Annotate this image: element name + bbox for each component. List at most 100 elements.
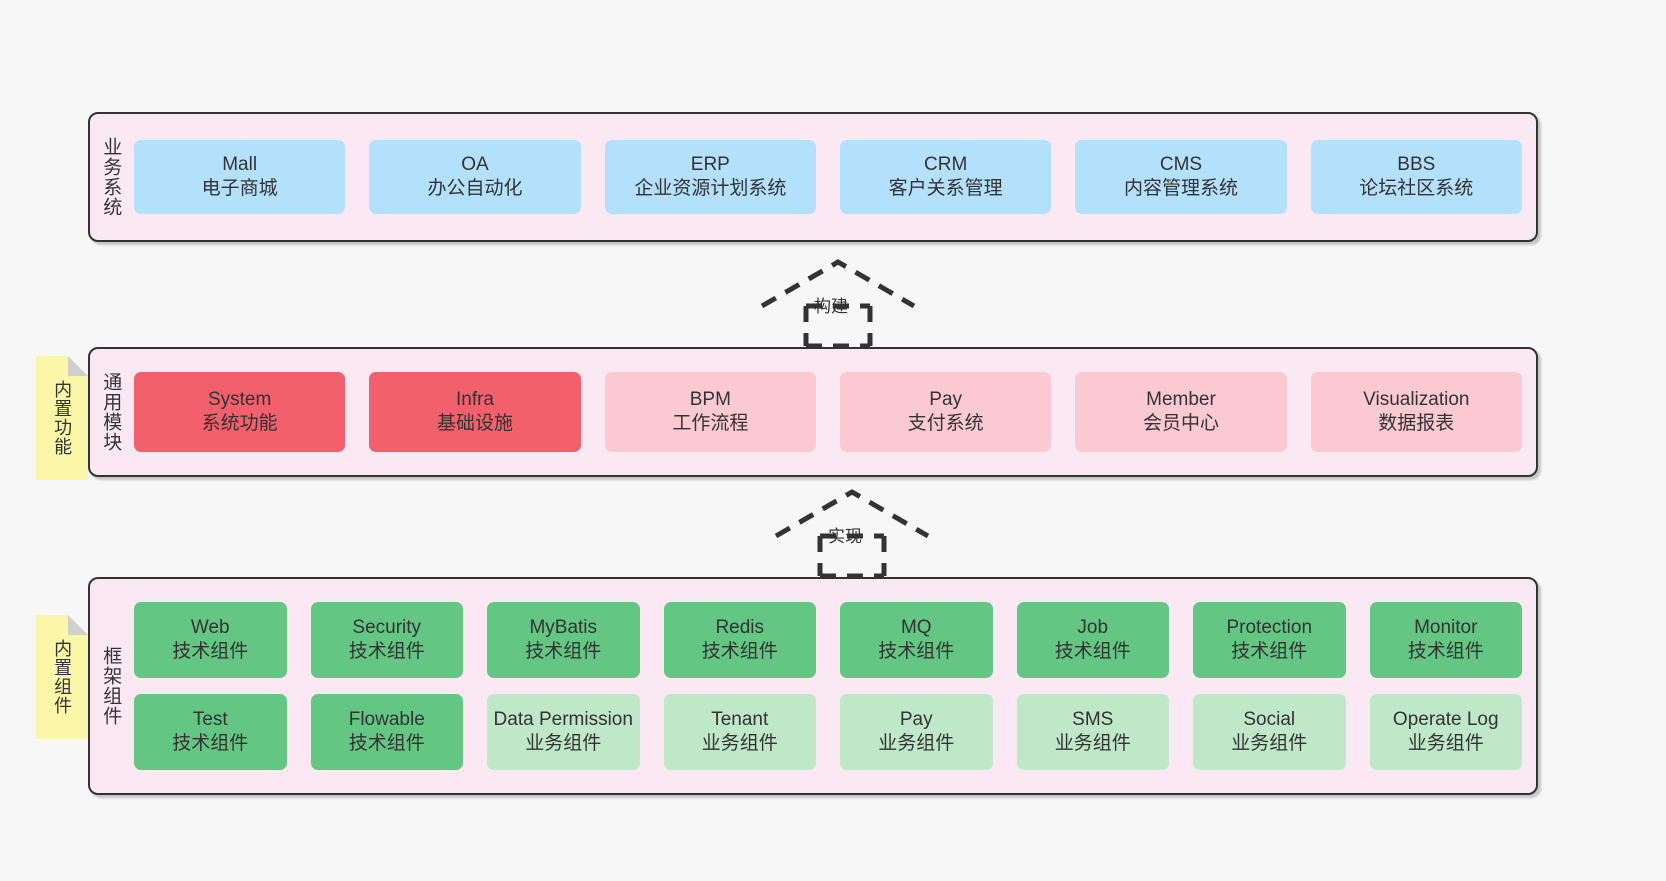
card-title-en: System [207, 388, 272, 410]
card-title-cn: 技术组件 [701, 641, 778, 662]
card-title-cn: 技术组件 [878, 641, 955, 662]
card-title-en: Web [190, 616, 230, 638]
card-title-cn: 技术组件 [172, 641, 249, 662]
connector-build: 构建 [758, 258, 918, 349]
card-title-en: Social [1243, 708, 1296, 730]
card-title-en: Monitor [1414, 616, 1478, 638]
card-flowable[interactable]: Flowable 技术组件 [310, 694, 463, 770]
card-title-en: OA [461, 153, 489, 175]
card-title-cn: 技术组件 [1054, 641, 1131, 662]
card-erp[interactable]: ERP 企业资源计划系统 [604, 140, 816, 214]
card-title-cn: 技术组件 [172, 733, 249, 754]
card-cms[interactable]: CMS 内容管理系统 [1075, 140, 1287, 214]
card-mq[interactable]: MQ 技术组件 [840, 602, 993, 678]
card-title-cn: 技术组件 [1407, 641, 1484, 662]
card-title-cn: 业务组件 [1054, 733, 1131, 754]
card-title-en: SMS [1072, 708, 1114, 730]
card-mall[interactable]: Mall 电子商城 [134, 140, 346, 214]
card-pay-module[interactable]: Pay 支付系统 [839, 372, 1052, 452]
card-title-cn: 业务组件 [878, 733, 955, 754]
card-title-en: Mall [222, 153, 258, 175]
card-social[interactable]: Social 业务组件 [1193, 694, 1346, 770]
card-title-cn: 业务组件 [1231, 733, 1308, 754]
card-title-cn: 工作流程 [672, 413, 749, 434]
card-title-cn: 系统功能 [201, 413, 278, 434]
card-title-cn: 技术组件 [525, 641, 602, 662]
card-oa[interactable]: OA 办公自动化 [369, 140, 581, 214]
card-title-cn: 技术组件 [1231, 641, 1308, 662]
card-title-cn: 业务组件 [701, 733, 778, 754]
card-title-cn: 企业资源计划系统 [634, 178, 787, 199]
card-row: Web 技术组件 Security 技术组件 MyBatis 技术组件 Redi… [134, 602, 1522, 678]
card-title-cn: 基础设施 [436, 413, 513, 434]
card-bpm[interactable]: BPM 工作流程 [604, 372, 816, 452]
card-infra[interactable]: Infra 基础设施 [369, 372, 581, 452]
note-builtin-component: 内置组件 [36, 615, 88, 739]
generalization-arrow-icon [760, 259, 916, 349]
card-data-permission[interactable]: Data Permission 业务组件 [487, 694, 640, 770]
card-operate-log[interactable]: Operate Log 业务组件 [1369, 694, 1522, 770]
card-title-cn: 内容管理系统 [1123, 178, 1238, 199]
card-title-cn: 论坛社区系统 [1359, 178, 1474, 199]
card-web[interactable]: Web 技术组件 [134, 602, 287, 678]
card-member[interactable]: Member 会员中心 [1075, 372, 1287, 452]
card-title-en: Pay [899, 708, 933, 730]
card-title-en: CRM [924, 153, 968, 175]
card-title-cn: 技术组件 [348, 733, 425, 754]
card-sms[interactable]: SMS 业务组件 [1016, 694, 1169, 770]
note-fold-corner-icon [68, 615, 88, 635]
card-title-en: Test [192, 708, 228, 730]
layer-body-framework-component: Web 技术组件 Security 技术组件 MyBatis 技术组件 Redi… [130, 579, 1536, 793]
note-fold-corner-icon [68, 356, 88, 376]
layer-business-system: 业务系统 Mall 电子商城 OA 办公自动化 ERP 企业资源计划系统 CRM… [88, 112, 1538, 242]
card-title-en: Pay [929, 388, 963, 410]
card-title-en: MyBatis [529, 616, 598, 638]
card-title-en: Tenant [711, 708, 769, 730]
connector-implement: 实现 [772, 488, 932, 579]
card-monitor[interactable]: Monitor 技术组件 [1369, 602, 1522, 678]
layer-title-common-module: 通用模块 [100, 372, 122, 452]
card-tenant[interactable]: Tenant 业务组件 [663, 694, 816, 770]
card-visualization[interactable]: Visualization 数据报表 [1310, 372, 1522, 452]
card-title-cn: 客户关系管理 [888, 178, 1003, 199]
card-crm[interactable]: CRM 客户关系管理 [839, 140, 1052, 214]
card-security[interactable]: Security 技术组件 [310, 602, 463, 678]
note-label: 内置组件 [52, 639, 73, 715]
card-test[interactable]: Test 技术组件 [134, 694, 287, 770]
card-title-cn: 支付系统 [907, 413, 984, 434]
card-mybatis[interactable]: MyBatis 技术组件 [487, 602, 640, 678]
layer-common-module: 通用模块 System 系统功能 Infra 基础设施 BPM 工作流程 Pay… [88, 347, 1538, 477]
card-title-en: Infra [455, 388, 494, 410]
card-title-en: Visualization [1363, 388, 1470, 410]
card-pay-component[interactable]: Pay 业务组件 [840, 694, 993, 770]
card-title-en: Flowable [348, 708, 425, 730]
card-job[interactable]: Job 技术组件 [1016, 602, 1169, 678]
card-title-cn: 业务组件 [525, 733, 602, 754]
generalization-arrow-icon [774, 489, 930, 579]
card-title-en: Operate Log [1392, 708, 1499, 730]
card-title-cn: 数据报表 [1378, 413, 1455, 434]
connector-label-build: 构建 [814, 297, 848, 316]
card-title-en: CMS [1159, 153, 1203, 175]
card-row: Test 技术组件 Flowable 技术组件 Data Permission … [134, 694, 1522, 770]
card-row: System 系统功能 Infra 基础设施 BPM 工作流程 Pay 支付系统… [134, 372, 1522, 452]
card-title-en: Protection [1226, 616, 1313, 638]
card-title-cn: 技术组件 [348, 641, 425, 662]
card-title-en: Security [352, 616, 422, 638]
card-bbs[interactable]: BBS 论坛社区系统 [1310, 140, 1522, 214]
card-redis[interactable]: Redis 技术组件 [663, 602, 816, 678]
card-protection[interactable]: Protection 技术组件 [1193, 602, 1346, 678]
card-title-en: ERP [690, 153, 730, 175]
layer-framework-component: 框架组件 Web 技术组件 Security 技术组件 MyBatis 技术组件… [88, 577, 1538, 795]
card-title-en: BPM [689, 388, 731, 410]
layer-title-framework-component: 框架组件 [100, 646, 122, 726]
card-title-en: Redis [715, 616, 765, 638]
card-system[interactable]: System 系统功能 [134, 372, 346, 452]
card-title-en: Data Permission [493, 708, 633, 730]
card-title-cn: 业务组件 [1407, 733, 1484, 754]
layer-title-business-system: 业务系统 [100, 137, 122, 217]
card-title-en: Member [1146, 388, 1216, 410]
card-title-cn: 会员中心 [1142, 413, 1219, 434]
layer-body-business-system: Mall 电子商城 OA 办公自动化 ERP 企业资源计划系统 CRM 客户关系… [130, 114, 1536, 240]
